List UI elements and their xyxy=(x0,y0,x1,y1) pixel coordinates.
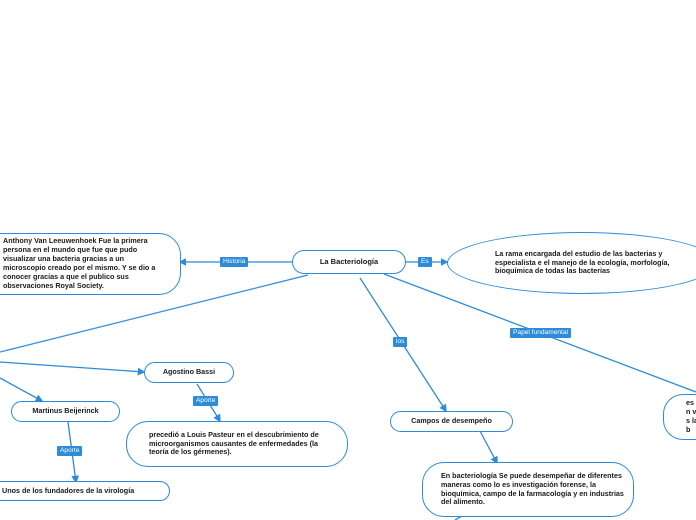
campos-detalle-node[interactable]: En bacteriología Se puede desempeñar de … xyxy=(422,462,634,517)
label-los[interactable]: los xyxy=(393,337,408,347)
agostino-aporte-text: precedió a Louis Pasteur en el descubrim… xyxy=(149,429,319,457)
papel-node[interactable]: es en vis lab xyxy=(663,394,696,440)
label-historia[interactable]: Historia xyxy=(220,257,249,267)
label-aporte-agostino[interactable]: Aporte xyxy=(193,396,219,406)
link-campos-detalle xyxy=(479,430,498,465)
papel-text: es en vis lab xyxy=(686,398,696,434)
agostino-label: Agostino Bassi xyxy=(162,367,216,377)
label-aporte-martinus[interactable]: Aporte xyxy=(57,446,83,456)
definicion-node[interactable]: La rama encargada del estudio de las bac… xyxy=(447,232,696,294)
martinus-label: Martinus Beijerinck xyxy=(32,406,99,416)
campos-detalle-text: En bacteriología Se puede desempeñar de … xyxy=(441,470,624,507)
label-papel-fundamental[interactable]: Papel fundamental xyxy=(510,328,571,338)
historia-text: Anthony Van Leeuwenhoek Fue la primera p… xyxy=(3,236,156,290)
link-to-agostino xyxy=(0,361,146,376)
link-to-martinus xyxy=(0,377,44,402)
campos-label: Campos de desempeño xyxy=(411,416,492,426)
historia-node[interactable]: Anthony Van Leeuwenhoek Fue la primera p… xyxy=(0,233,181,295)
definicion-text: La rama encargada del estudio de las bac… xyxy=(495,248,670,276)
martinus-aporte-node[interactable]: Unos de los fundadores de la virología xyxy=(0,481,170,501)
agostino-node[interactable]: Agostino Bassi xyxy=(144,362,234,383)
agostino-aporte-node[interactable]: precedió a Louis Pasteur en el descubrim… xyxy=(126,421,348,467)
root-topic-node[interactable]: La Bacteriología xyxy=(292,250,406,274)
martinus-node[interactable]: Martinus Beijerinck xyxy=(11,401,120,422)
label-es[interactable]: Es xyxy=(418,257,432,267)
campos-node[interactable]: Campos de desempeño xyxy=(390,411,513,432)
link-left-branch xyxy=(0,274,309,353)
root-topic-label: La Bacteriología xyxy=(319,256,379,266)
martinus-aporte-text: Unos de los fundadores de la virología xyxy=(2,485,135,495)
